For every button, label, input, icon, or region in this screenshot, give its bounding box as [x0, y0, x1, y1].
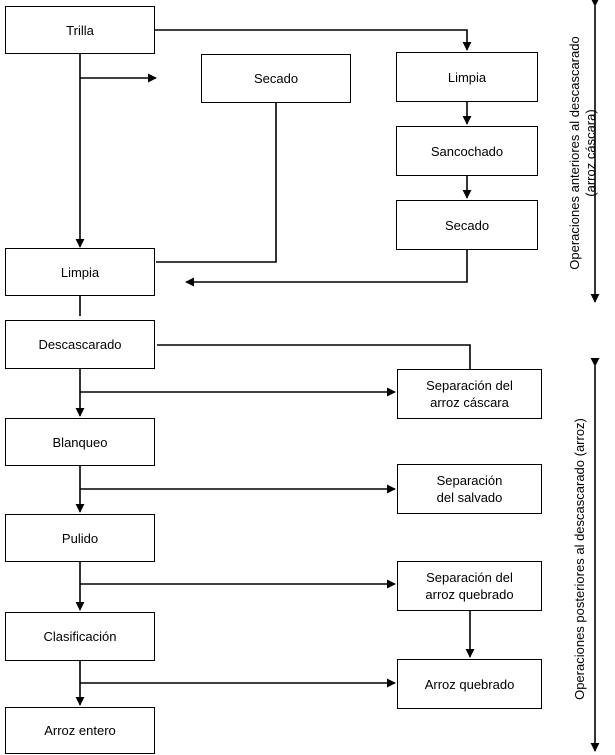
- node-sep-arroz-quebrado: Separación del arroz quebrado: [397, 561, 542, 611]
- node-secado-left: Secado: [201, 54, 351, 103]
- node-clasificacion: Clasificación: [5, 612, 155, 661]
- edge-descascarado-sep-cascara: [157, 344, 471, 370]
- node-trilla: Trilla: [5, 6, 155, 54]
- node-arroz-entero: Arroz entero: [5, 707, 155, 754]
- label-operaciones-posteriores: Operaciones posteriores al descascarado …: [572, 418, 587, 700]
- edge-trilla-limpia-top: [155, 29, 472, 51]
- node-limpia-top: Limpia: [396, 52, 538, 102]
- edge-secado-limpia-mid: [156, 103, 277, 263]
- node-arroz-quebrado: Arroz quebrado: [397, 659, 542, 709]
- node-descascarado: Descascarado: [5, 320, 155, 369]
- node-sancochado: Sancochado: [396, 126, 538, 176]
- node-secado-right: Secado: [396, 200, 538, 250]
- label-operaciones-anteriores: Operaciones anteriores al descascarado (…: [567, 36, 598, 270]
- node-sep-salvado: Separación del salvado: [397, 464, 542, 514]
- node-limpia-mid: Limpia: [5, 248, 155, 296]
- node-sep-arroz-cascara: Separación del arroz cáscara: [397, 369, 542, 419]
- edge-secado-right-limpia-mid: [185, 250, 468, 287]
- node-pulido: Pulido: [5, 514, 155, 562]
- node-blanqueo: Blanqueo: [5, 418, 155, 466]
